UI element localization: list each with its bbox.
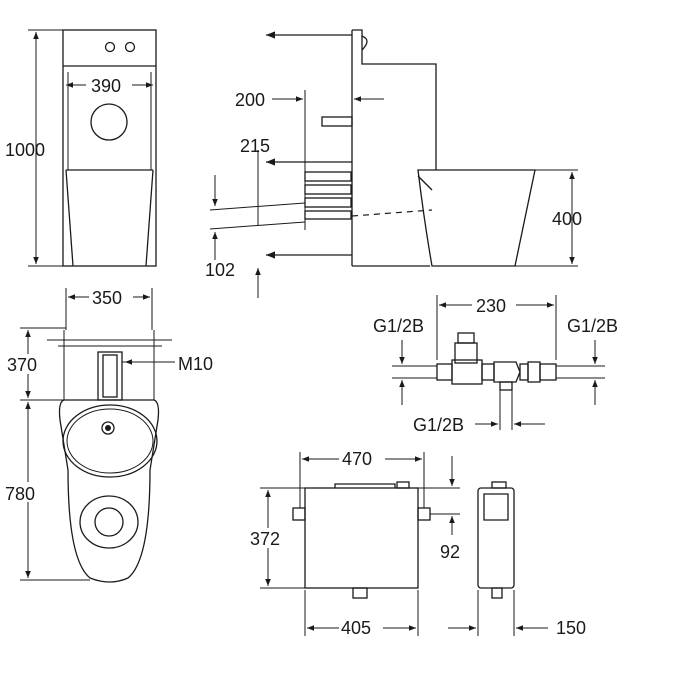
label-230: 230 (476, 296, 506, 316)
plan-pipe-housing (97, 351, 123, 401)
label-200: 200 (235, 90, 265, 110)
cistern-front-view: 470 372 92 405 (247, 448, 460, 638)
plan-body-outline (58, 399, 160, 583)
plan-wash-basin (62, 404, 158, 478)
label-1000: 1000 (5, 140, 45, 160)
side-cabinet-outline (352, 29, 437, 170)
front-elevation-view: 1000 390 (5, 29, 157, 267)
label-215: 215 (240, 136, 270, 156)
center-dash-line (351, 209, 433, 217)
label-370: 370 (7, 355, 37, 375)
valve-detail-view: 230 G1/2B G1/2B G1/2B (373, 294, 618, 435)
front-cabinet-outline (62, 29, 157, 267)
plan-toilet-opening (79, 495, 139, 549)
label-g12b-right: G1/2B (567, 316, 618, 336)
label-150: 150 (556, 618, 586, 638)
cistern-side-view: 150 (448, 481, 586, 638)
front-access-panel (90, 103, 128, 141)
valve-solenoid-head (457, 332, 475, 344)
label-92: 92 (440, 542, 460, 562)
front-bowl-body (65, 169, 154, 267)
side-top-knob (361, 35, 368, 51)
side-bowl-outline (417, 169, 536, 267)
label-390: 390 (91, 76, 121, 96)
label-350: 350 (92, 288, 122, 308)
side-bracket (321, 116, 353, 127)
label-102: 102 (205, 260, 235, 280)
label-780: 780 (5, 484, 35, 504)
plan-view: 350 M10 370 780 (4, 287, 213, 583)
side-elevation-view: 200 215 102 400 (205, 29, 582, 298)
label-470: 470 (342, 449, 372, 469)
control-button-icon (104, 41, 116, 53)
label-m10: M10 (178, 354, 213, 374)
label-400: 400 (552, 209, 582, 229)
label-372: 372 (250, 529, 280, 549)
label-g12b-left: G1/2B (373, 316, 424, 336)
cistern-body (304, 487, 419, 589)
label-405: 405 (341, 618, 371, 638)
tap-hole-icon (101, 421, 115, 435)
label-g12b-bottom: G1/2B (413, 415, 464, 435)
control-button-icon (124, 41, 136, 53)
